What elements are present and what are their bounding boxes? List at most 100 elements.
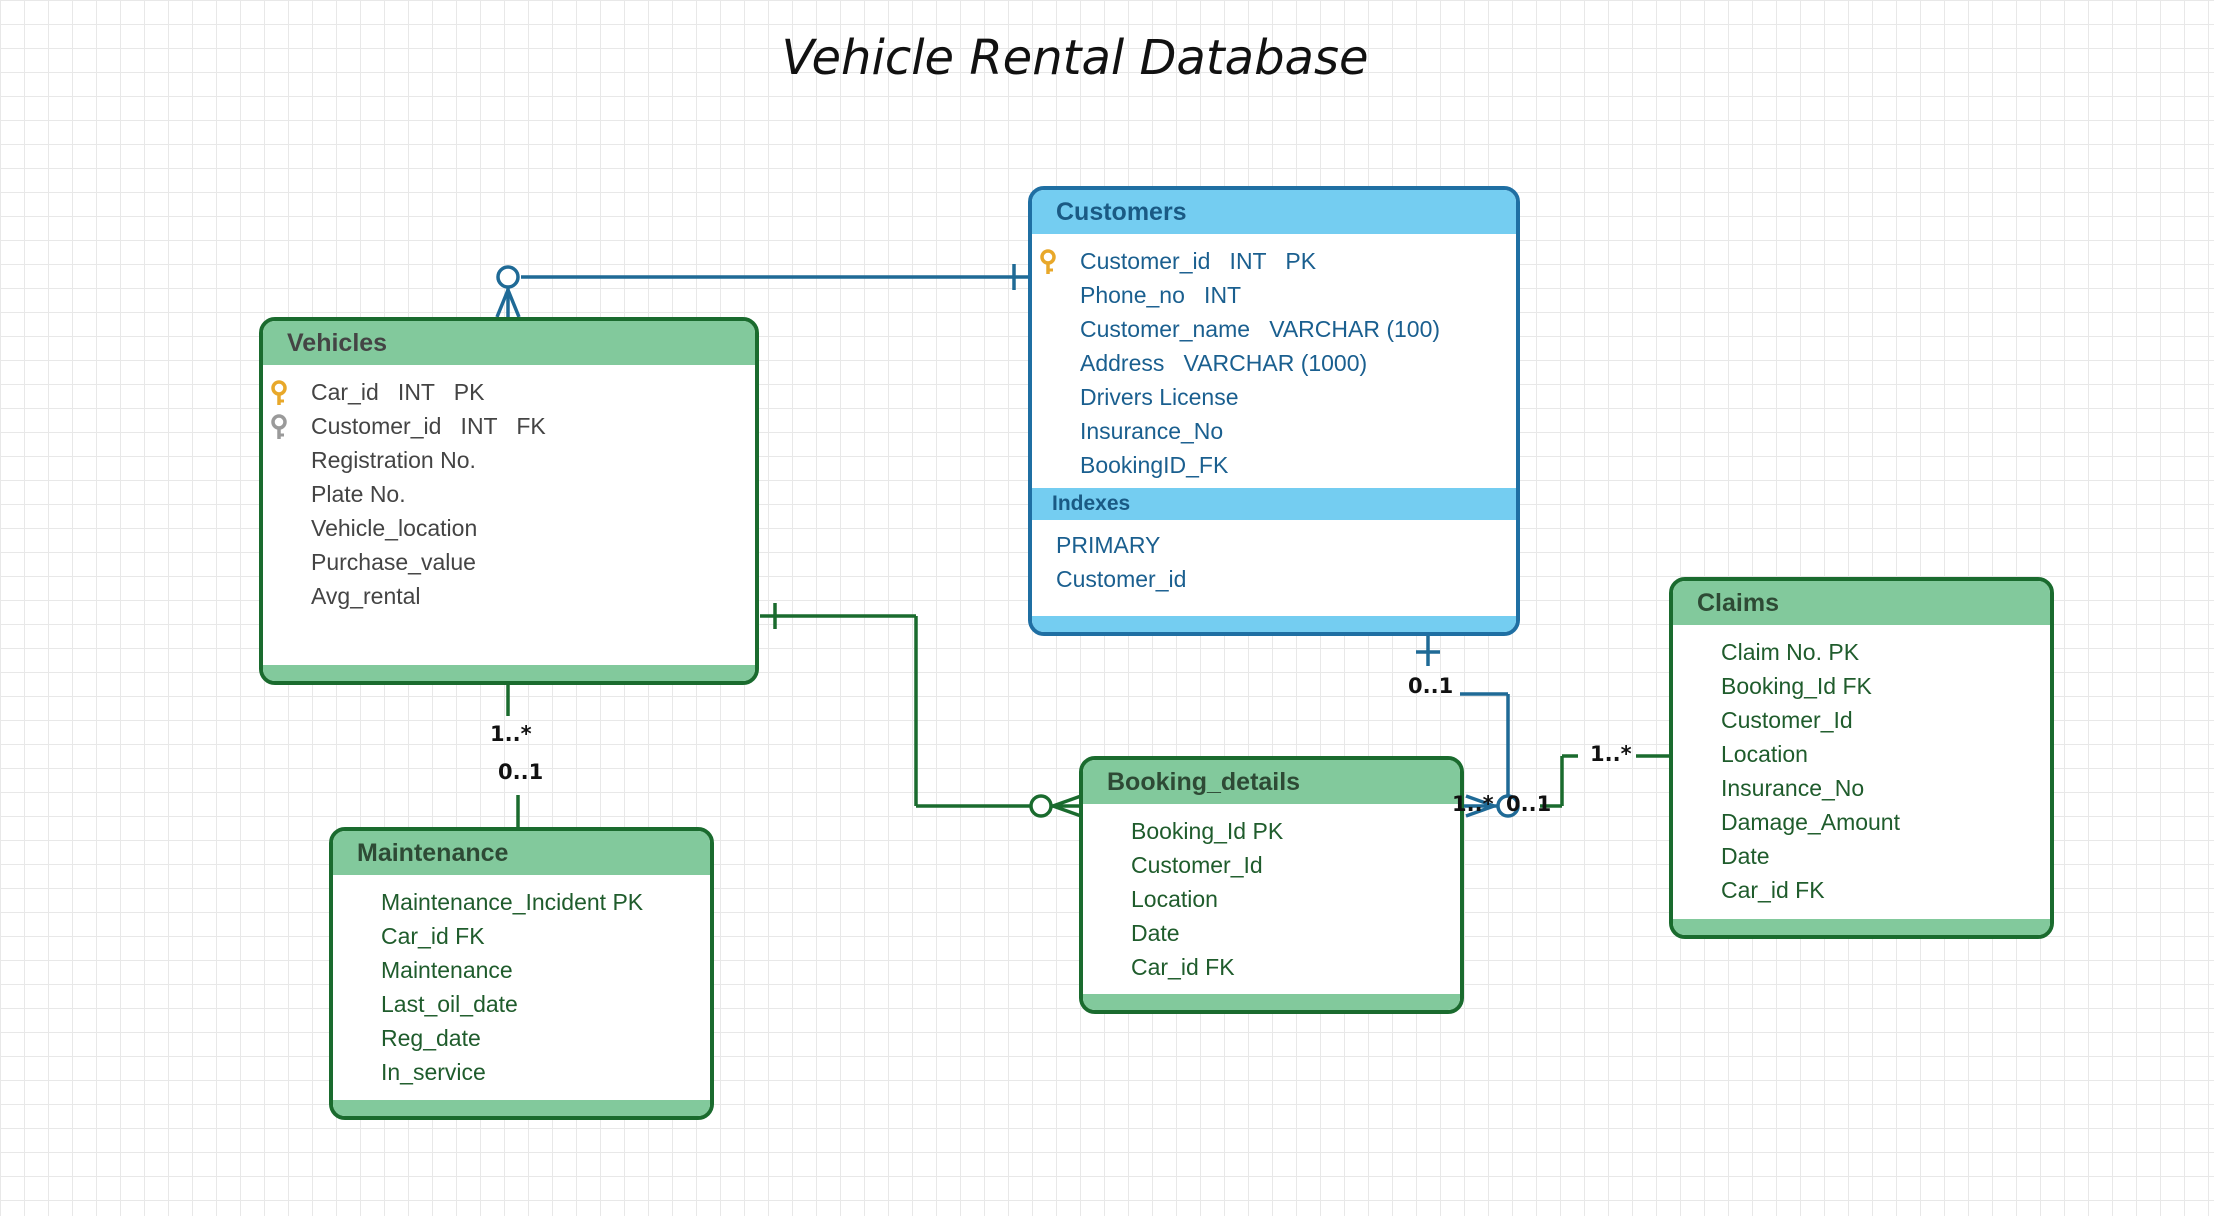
field-name: Registration No. (311, 447, 476, 473)
field-name: Booking_Id PK (1131, 818, 1284, 844)
foreign-key-icon (269, 414, 289, 449)
field-name: Vehicle_location (311, 515, 478, 541)
index-row[interactable]: Customer_id (1032, 562, 1516, 596)
field-name: Damage_Amount (1721, 809, 1900, 835)
field-row[interactable]: Avg_rental (263, 579, 755, 613)
field-row[interactable]: Reg_date (333, 1021, 710, 1055)
field-row[interactable]: Customer_name VARCHAR (100) (1032, 312, 1516, 346)
cardinality-label: 1..* (1452, 792, 1494, 816)
diagram-title: Vehicle Rental Database (781, 30, 1369, 86)
field-name: Date (1131, 920, 1180, 946)
entity-customers[interactable]: Customers Customer_id INT PK Phone_no IN… (1028, 186, 1520, 636)
entity-booking-details[interactable]: Booking_details Booking_Id PK Customer_I… (1079, 756, 1464, 1014)
field-row[interactable]: Claim No. PK (1673, 635, 2050, 669)
entity-footer (1032, 616, 1516, 632)
field-row[interactable]: Car_id FK (1673, 873, 2050, 907)
field-name: Last_oil_date (381, 991, 518, 1017)
entity-vehicles[interactable]: Vehicles Car_id INT PK Customer_id INT F… (259, 317, 759, 685)
field-row[interactable]: Customer_Id (1673, 703, 2050, 737)
field-row[interactable]: Plate No. (263, 477, 755, 511)
connector-customers-vehicles[interactable] (495, 264, 1028, 318)
field-name: Address VARCHAR (1000) (1080, 350, 1368, 376)
cardinality-label: 0..1 (498, 760, 544, 784)
field-name: Claim No. PK (1721, 639, 1860, 665)
field-row[interactable]: Date (1083, 916, 1460, 950)
index-row[interactable]: PRIMARY (1032, 528, 1516, 562)
field-name: Booking_Id FK (1721, 673, 1872, 699)
primary-key-icon (1038, 249, 1058, 284)
field-name: Customer_Id (1721, 707, 1853, 733)
field-row[interactable]: Insurance_No (1673, 771, 2050, 805)
entity-maintenance-title: Maintenance (333, 831, 710, 875)
field-row[interactable]: Car_id INT PK (263, 375, 755, 409)
indexes-section-header: Indexes (1032, 488, 1516, 520)
field-name: Customer_id INT FK (311, 413, 546, 439)
field-row[interactable]: Last_oil_date (333, 987, 710, 1021)
entity-customers-title: Customers (1032, 190, 1516, 234)
field-row[interactable]: Damage_Amount (1673, 805, 2050, 839)
entity-claims-title: Claims (1673, 581, 2050, 625)
cardinality-label: 1..* (490, 722, 532, 746)
field-row[interactable]: Location (1083, 882, 1460, 916)
index-name: Customer_id (1056, 566, 1187, 592)
field-row[interactable]: Registration No. (263, 443, 755, 477)
field-row[interactable]: Address VARCHAR (1000) (1032, 346, 1516, 380)
field-name: BookingID_FK (1080, 452, 1229, 478)
field-name: Maintenance (381, 957, 513, 983)
field-row[interactable]: Booking_Id FK (1673, 669, 2050, 703)
field-name: Drivers License (1080, 384, 1239, 410)
field-name: Car_id FK (1131, 954, 1235, 980)
field-row[interactable]: Insurance_No (1032, 414, 1516, 448)
field-name: Customer_id INT PK (1080, 248, 1317, 274)
field-name: In_service (381, 1059, 486, 1085)
connector-customers-booking[interactable] (1416, 636, 1520, 818)
field-row[interactable]: Vehicle_location (263, 511, 755, 545)
connector-vehicles-booking[interactable] (760, 603, 1082, 818)
primary-key-icon (269, 380, 289, 415)
field-name: Date (1721, 843, 1770, 869)
entity-maintenance[interactable]: Maintenance Maintenance_Incident PK Car_… (329, 827, 714, 1120)
field-row[interactable]: Location (1673, 737, 2050, 771)
field-row[interactable]: Date (1673, 839, 2050, 873)
field-name: Location (1131, 886, 1218, 912)
field-row[interactable]: BookingID_FK (1032, 448, 1516, 482)
field-row[interactable]: Purchase_value (263, 545, 755, 579)
field-name: Insurance_No (1080, 418, 1224, 444)
entity-footer (263, 665, 755, 681)
field-row[interactable]: Car_id FK (333, 919, 710, 953)
field-row[interactable]: Phone_no INT (1032, 278, 1516, 312)
connector-vehicles-maintenance[interactable] (506, 684, 520, 828)
entity-booking-details-title: Booking_details (1083, 760, 1460, 804)
field-row[interactable]: Drivers License (1032, 380, 1516, 414)
entity-footer (333, 1100, 710, 1116)
field-name: Plate No. (311, 481, 406, 507)
field-row[interactable]: Car_id FK (1083, 950, 1460, 984)
entity-footer (1673, 919, 2050, 935)
field-name: Car_id FK (1721, 877, 1825, 903)
cardinality-label: 1..* (1590, 742, 1632, 766)
cardinality-label: 0..1 (1506, 792, 1552, 816)
field-name: Reg_date (381, 1025, 481, 1051)
entity-claims[interactable]: Claims Claim No. PK Booking_Id FK Custom… (1669, 577, 2054, 939)
field-row[interactable]: Customer_Id (1083, 848, 1460, 882)
field-name: Customer_name VARCHAR (100) (1080, 316, 1441, 342)
field-name: Maintenance_Incident PK (381, 889, 644, 915)
connector-booking-claims[interactable] (1540, 754, 1670, 808)
cardinality-label: 0..1 (1408, 674, 1454, 698)
field-row[interactable]: Maintenance (333, 953, 710, 987)
field-row[interactable]: Customer_id INT PK (1032, 244, 1516, 278)
index-name: PRIMARY (1056, 532, 1161, 558)
field-name: Purchase_value (311, 549, 476, 575)
field-row[interactable]: Customer_id INT FK (263, 409, 755, 443)
entity-vehicles-title: Vehicles (263, 321, 755, 365)
field-name: Insurance_No (1721, 775, 1865, 801)
field-name: Car_id INT PK (311, 379, 485, 405)
field-row[interactable]: In_service (333, 1055, 710, 1089)
field-name: Phone_no INT (1080, 282, 1242, 308)
field-name: Location (1721, 741, 1808, 767)
entity-footer (1083, 994, 1460, 1010)
field-row[interactable]: Maintenance_Incident PK (333, 885, 710, 919)
field-row[interactable]: Booking_Id PK (1083, 814, 1460, 848)
field-name: Car_id FK (381, 923, 485, 949)
